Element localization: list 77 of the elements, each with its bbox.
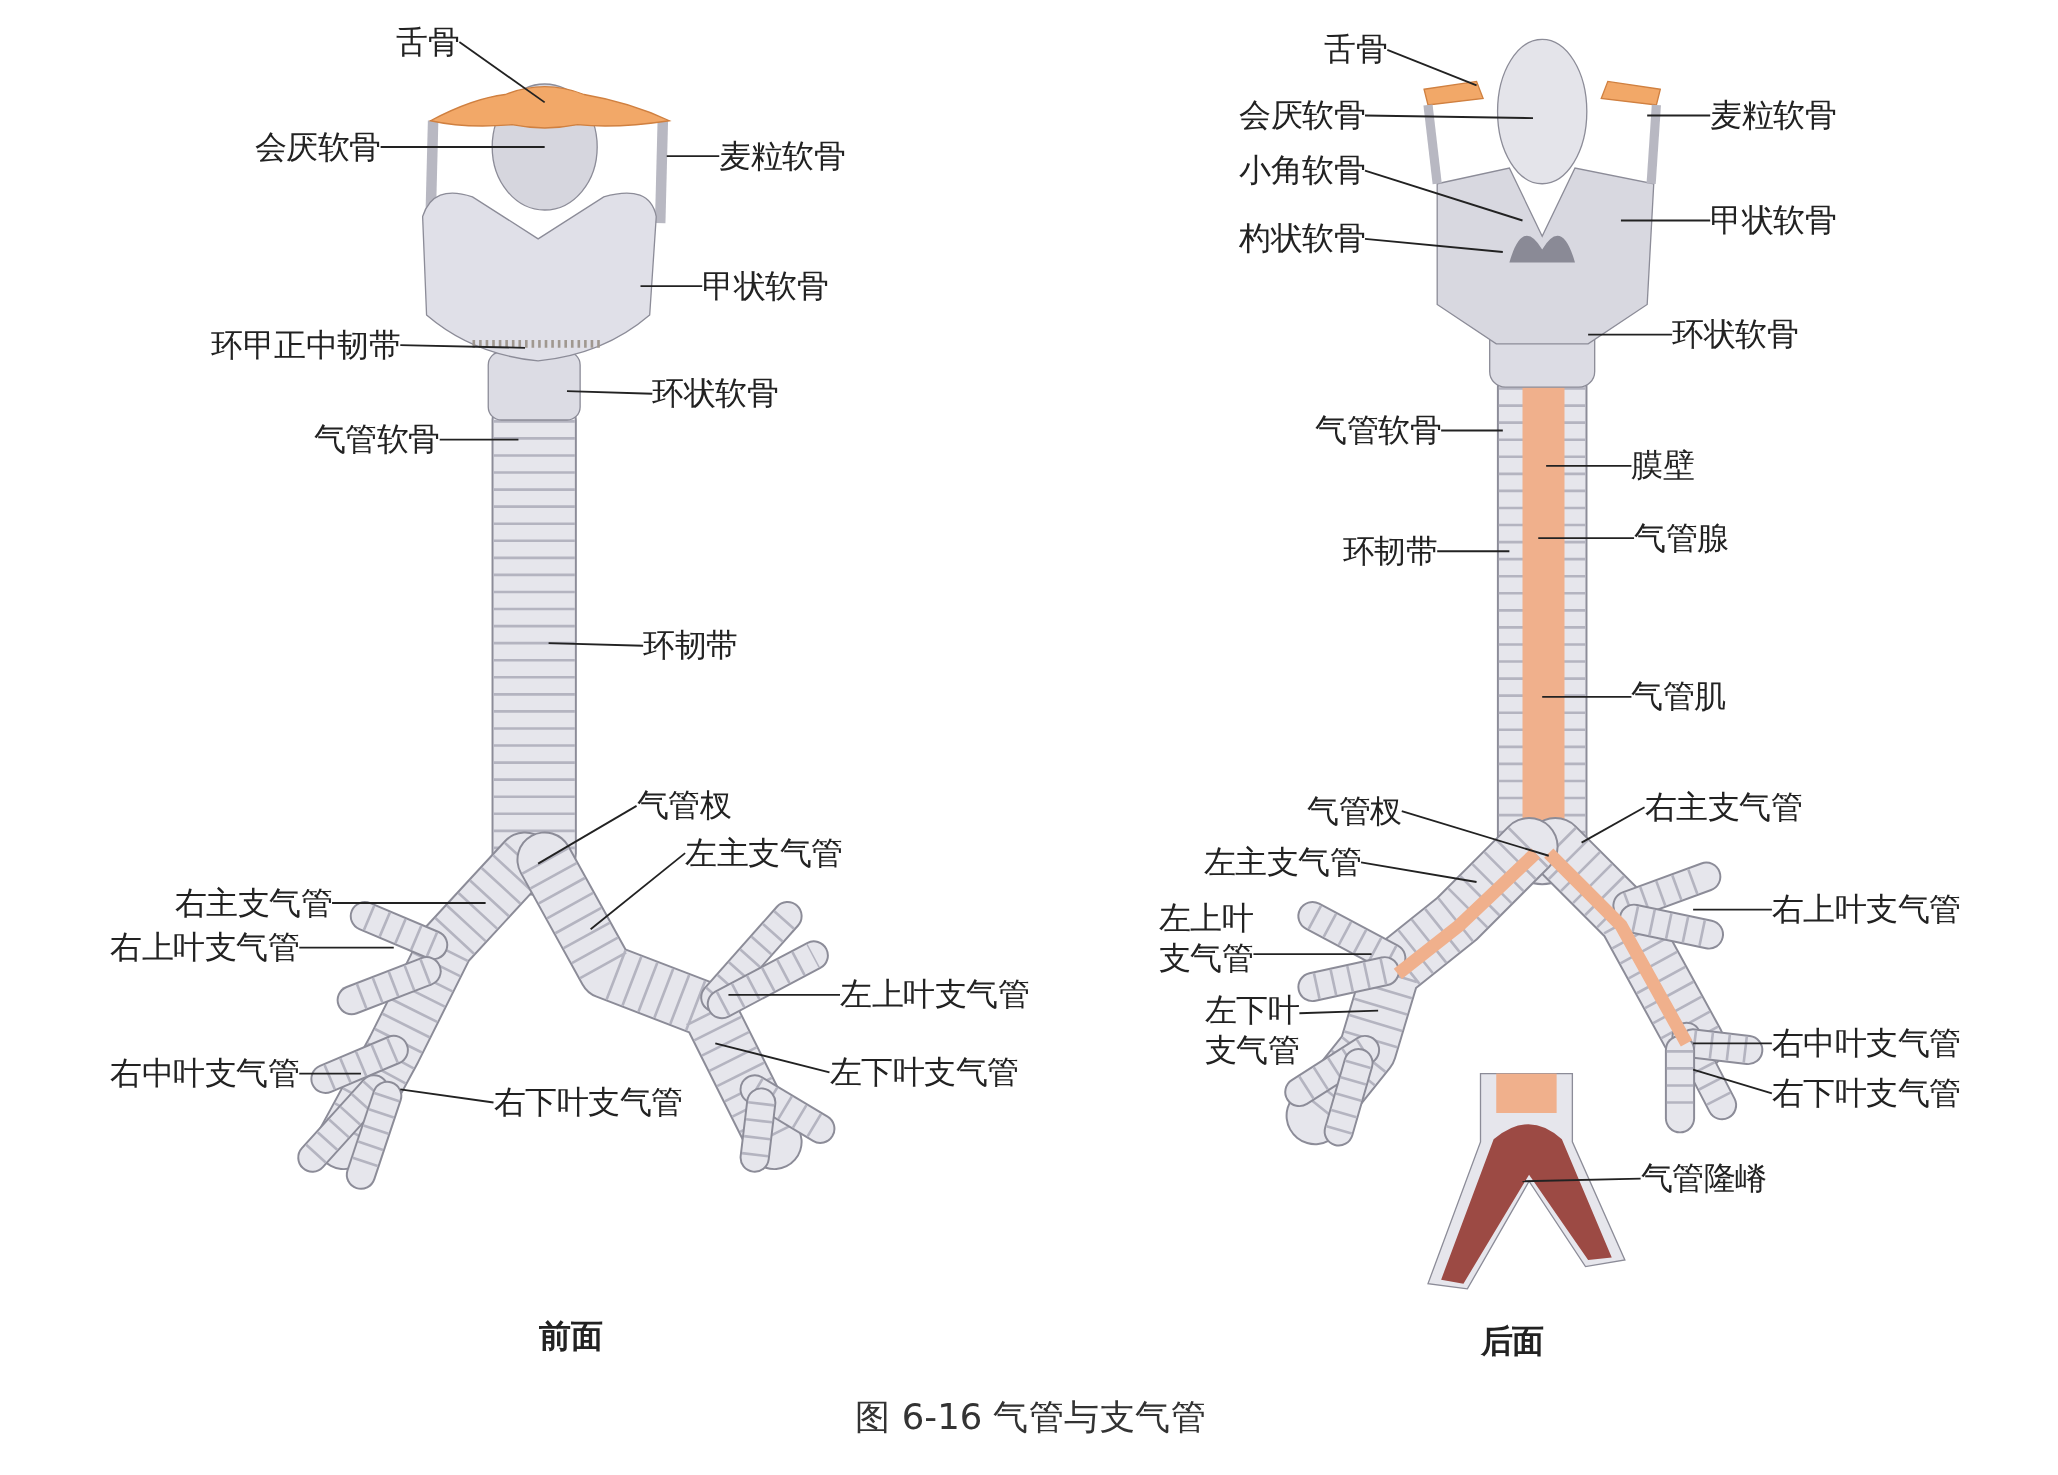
leader-line	[1400, 810, 1550, 857]
part-label: 气管肌	[1631, 678, 1726, 716]
leader-line	[1587, 333, 1674, 336]
part-label: 小角软骨	[1239, 152, 1365, 189]
leader-line	[458, 41, 546, 104]
view-label: 前面	[539, 1317, 603, 1355]
leader-line	[331, 902, 487, 904]
part-label: 麦粒软骨	[1710, 97, 1837, 134]
part-label: 会厌软骨	[1239, 97, 1365, 134]
part-label: 右中叶支气管	[110, 1055, 300, 1092]
leader-line	[727, 993, 841, 996]
part-label: 膜壁	[1631, 447, 1695, 485]
part-label: 环状软骨	[652, 375, 779, 413]
leader-line	[1646, 114, 1712, 117]
part-label: 甲状软骨	[702, 267, 829, 305]
view-label: 后面	[1480, 1323, 1544, 1360]
part-label: 右主支气管	[1644, 788, 1803, 826]
part-label: 右上叶支气管	[110, 929, 300, 966]
part-label: 舌骨	[396, 23, 460, 61]
leader-line	[1364, 169, 1524, 222]
part-label: 麦粒软骨	[719, 137, 846, 175]
leader-line	[1436, 550, 1511, 553]
leader-line	[438, 438, 520, 441]
leader-line	[1298, 1009, 1380, 1015]
leader-line	[1440, 429, 1504, 432]
part-label: 杓状软骨	[1239, 220, 1365, 258]
part-label: 气管杈	[1307, 792, 1402, 830]
leader-line	[1521, 1177, 1642, 1183]
leader-line	[1692, 1068, 1773, 1095]
leader-line	[1252, 953, 1373, 956]
part-label: 会厌软骨	[254, 128, 381, 166]
part-label: 右下叶支气管	[493, 1084, 683, 1121]
leader-line	[1386, 48, 1478, 87]
part-label: 气管腺	[1634, 519, 1729, 557]
leader-line	[1360, 861, 1478, 883]
leader-line	[537, 804, 638, 865]
part-label: 环韧带	[1342, 532, 1438, 570]
leader-line	[1364, 237, 1504, 253]
leader-line	[298, 1072, 362, 1075]
leader-line	[1545, 465, 1633, 467]
part-label: 左主支气管	[685, 834, 843, 872]
part-label: 环甲正中韧带	[211, 326, 401, 364]
part-label: 左上叶支气管	[840, 976, 1029, 1014]
leader-line	[1537, 537, 1635, 540]
leader-line	[379, 146, 546, 148]
part-label: 右上叶支气管	[1771, 891, 1961, 928]
leader-line	[1541, 696, 1633, 698]
leader-line	[714, 1042, 831, 1074]
part-label: 左上叶支气管	[1158, 899, 1254, 978]
leader-line	[298, 946, 395, 949]
leader-line	[639, 285, 704, 288]
leader-line	[1620, 219, 1712, 222]
leader-line	[566, 390, 654, 395]
part-label: 气管软骨	[1315, 412, 1442, 449]
leader-line	[589, 852, 687, 931]
leader-line	[399, 1088, 495, 1104]
figure-caption: 图 6-16 气管与支气管	[855, 1399, 1207, 1436]
leader-line	[547, 642, 645, 647]
leader-line	[1580, 806, 1646, 844]
part-label: 右中叶支气管	[1771, 1025, 1961, 1062]
part-label: 左下叶支气管	[829, 1053, 1019, 1091]
part-label: 左下叶支气管	[1204, 990, 1300, 1070]
leader-line	[399, 344, 526, 349]
part-label: 气管软骨	[313, 421, 440, 459]
leader-line	[1692, 908, 1773, 911]
part-label: 舌骨	[1324, 31, 1388, 69]
leader-line	[1692, 1042, 1773, 1045]
part-label: 右主支气管	[174, 884, 333, 922]
part-label: 环状软骨	[1672, 316, 1799, 354]
part-label: 甲状软骨	[1710, 202, 1837, 239]
leader-line	[665, 155, 721, 158]
leader-line	[1364, 114, 1534, 120]
part-label: 气管杈	[636, 787, 732, 825]
part-label: 环韧带	[643, 627, 738, 665]
part-label: 气管隆嵴	[1640, 1160, 1767, 1197]
part-label: 左主支气管	[1203, 843, 1362, 881]
part-label: 右下叶支气管	[1771, 1074, 1961, 1112]
